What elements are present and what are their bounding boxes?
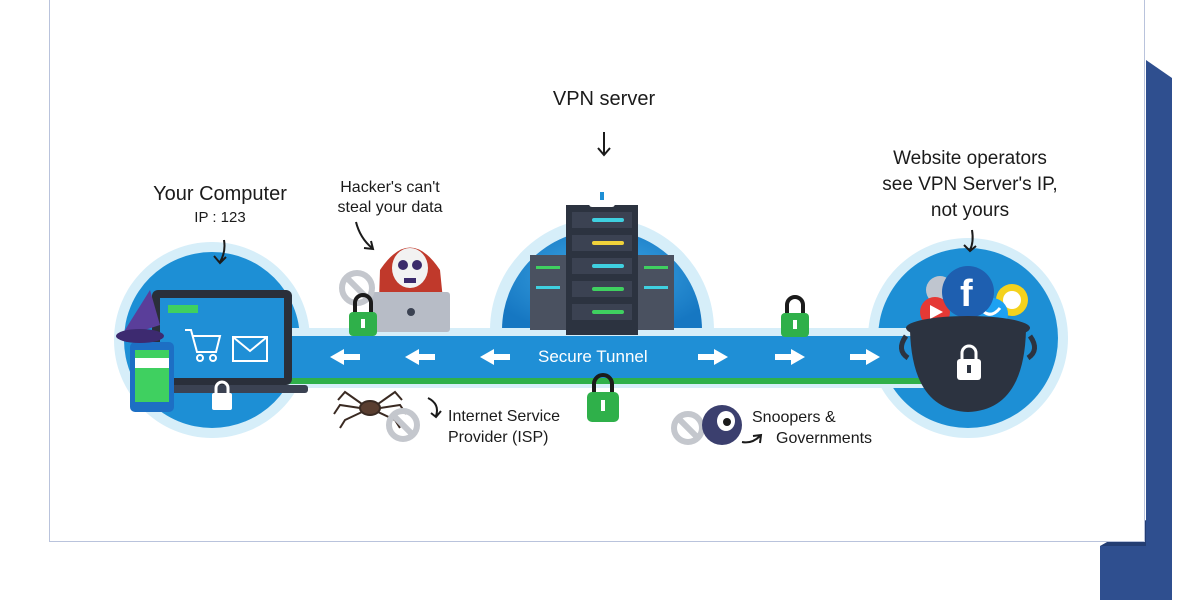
tunnel-arrows xyxy=(330,349,880,365)
spider-icon xyxy=(333,390,407,429)
right-arrow-icon xyxy=(775,349,805,365)
snoopers-caption-line-1: Snoopers & xyxy=(752,409,836,426)
lock-icon xyxy=(212,380,232,410)
envelope-icon xyxy=(232,336,268,362)
lock-icon xyxy=(349,293,377,336)
no-entry-icon xyxy=(671,411,705,445)
isp-caption-line-2: Provider (ISP) xyxy=(448,429,549,446)
lock-icon xyxy=(957,344,981,380)
right-arrow-icon xyxy=(850,349,880,365)
lock-icon xyxy=(589,168,615,207)
eye-monster-icon xyxy=(702,405,742,445)
left-arrow-icon xyxy=(405,349,435,365)
lock-icon xyxy=(587,373,619,422)
down-arrow-icon xyxy=(963,229,977,253)
left-arrow-icon xyxy=(480,349,510,365)
computer-title: Your Computer xyxy=(153,183,287,205)
website-caption-line-3: not yours xyxy=(930,200,1010,221)
shopping-cart-icon xyxy=(185,329,222,362)
lock-icon xyxy=(781,295,809,337)
isp-caption-line-1: Internet Service xyxy=(448,408,561,425)
tunnel-label: Secure Tunnel xyxy=(538,347,648,366)
left-arrow-icon xyxy=(330,349,360,365)
curved-arrow-icon xyxy=(427,397,442,419)
hacker-icon xyxy=(372,247,450,332)
snoopers-caption-line-2: Governments xyxy=(776,430,873,447)
right-arrow-icon xyxy=(698,349,728,365)
wizard-hat-icon xyxy=(116,290,164,343)
hacker-caption-line-1: Hacker's can't xyxy=(340,179,440,196)
svg-text:f: f xyxy=(960,273,973,315)
down-arrow-icon xyxy=(355,221,375,251)
phone-icon xyxy=(130,342,174,412)
server-rack-icon xyxy=(530,205,674,335)
website-caption-line-1: Website operators xyxy=(893,148,1047,169)
down-arrow-icon xyxy=(213,239,227,265)
computer-ip: IP : 123 xyxy=(194,209,246,226)
vpn-server-title: VPN server xyxy=(552,88,656,110)
website-caption-line-2: see VPN Server's IP, xyxy=(882,174,1058,195)
down-arrow-icon xyxy=(597,132,611,157)
curved-arrow-icon xyxy=(741,433,763,444)
no-entry-icon xyxy=(386,408,420,442)
hacker-caption-line-2: steal your data xyxy=(337,199,443,216)
